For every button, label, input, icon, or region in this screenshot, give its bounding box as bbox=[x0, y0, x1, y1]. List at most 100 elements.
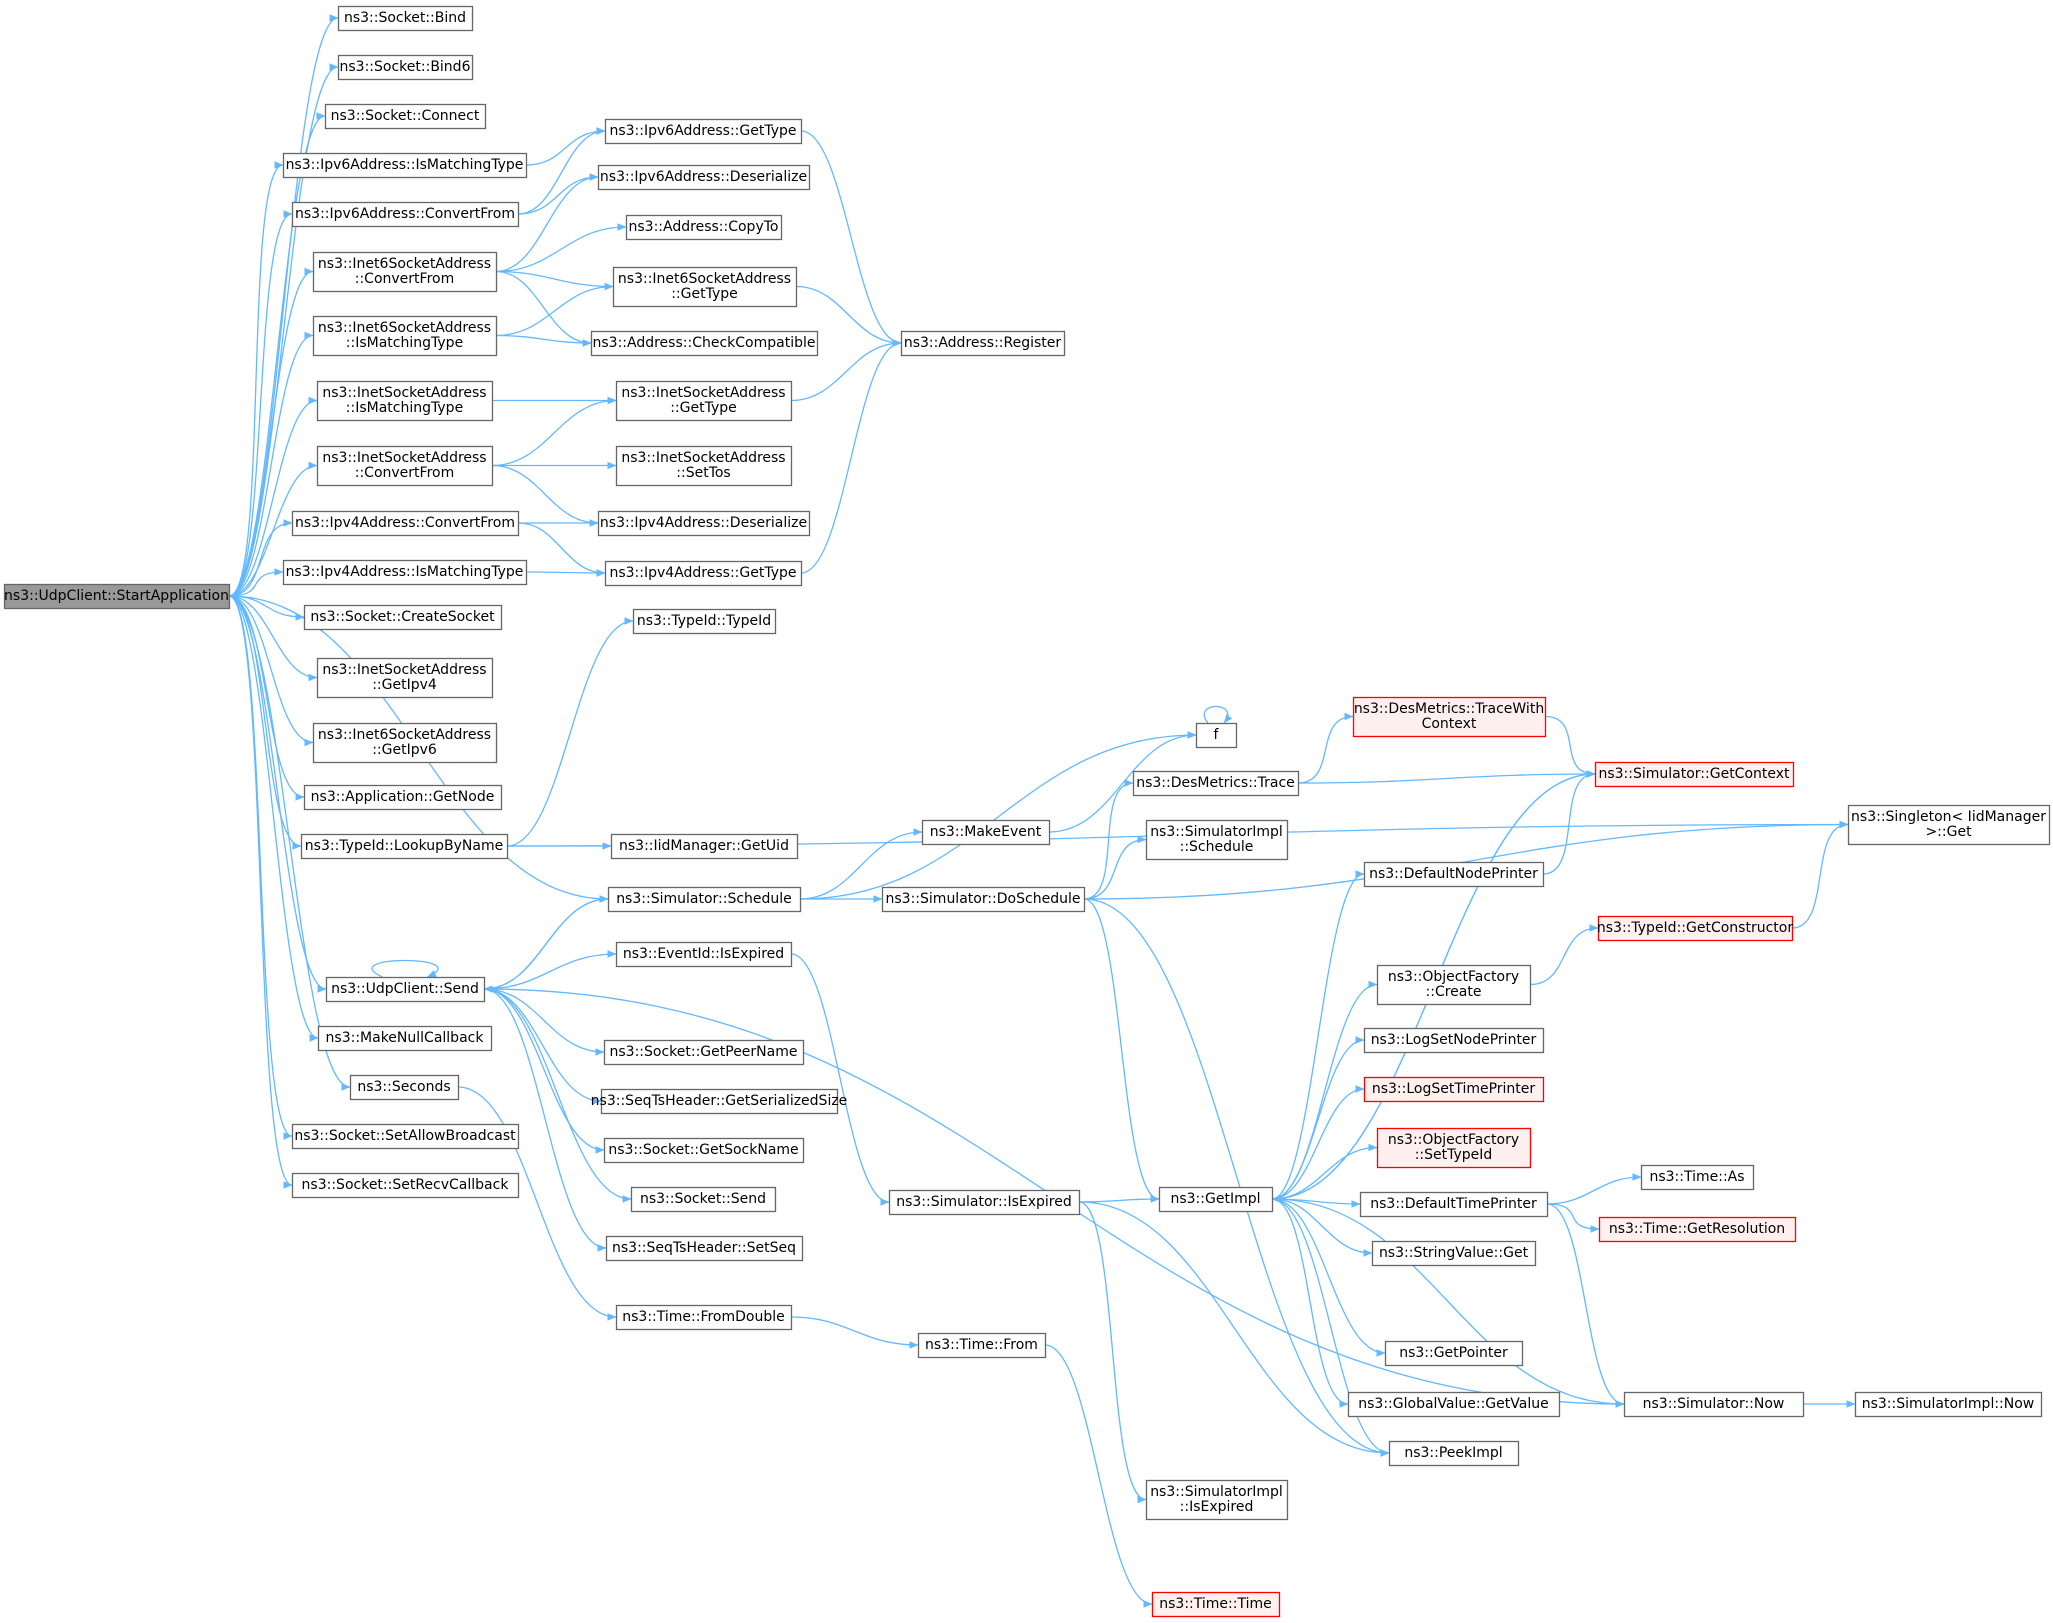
node-box bbox=[303, 604, 503, 631]
node-evexpired[interactable]: ns3::EventId::IsExpired bbox=[615, 941, 793, 968]
node-getuid[interactable]: ns3::IidManager::GetUid bbox=[610, 833, 799, 860]
node-defnodeprinter[interactable]: ns3::DefaultNodePrinter bbox=[1363, 861, 1545, 888]
node-label: ns3::Socket::SetAllowBroadcast bbox=[294, 1128, 516, 1144]
node-simimplexp[interactable]: ns3::SimulatorImpl::IsExpired bbox=[1145, 1479, 1289, 1521]
edge-start-to-ip4conv bbox=[228, 519, 293, 597]
node-box bbox=[1376, 964, 1532, 1006]
node-sockname[interactable]: ns3::Socket::GetSockName bbox=[603, 1137, 805, 1164]
node-ismatch[interactable]: ns3::InetSocketAddress::IsMatchingType bbox=[316, 380, 494, 422]
node-box bbox=[1594, 761, 1795, 788]
node-peername[interactable]: ns3::Socket::GetPeerName bbox=[603, 1039, 805, 1066]
node-getctor[interactable]: ns3::TypeId::GetConstructor bbox=[1597, 915, 1793, 942]
edge-schedule-to-f bbox=[799, 731, 1197, 900]
node-ip6type[interactable]: ns3::Ipv6Address::GetType bbox=[604, 118, 803, 145]
node-bind[interactable]: ns3::Socket::Bind bbox=[337, 5, 474, 32]
node-createsock[interactable]: ns3::Socket::CreateSocket bbox=[303, 604, 503, 631]
node-ip4deser[interactable]: ns3::Ipv4Address::Deserialize bbox=[597, 510, 811, 537]
node-setseq[interactable]: ns3::SeqTsHeader::SetSeq bbox=[605, 1235, 804, 1262]
node-simnow[interactable]: ns3::Simulator::Now bbox=[1623, 1391, 1805, 1418]
edge-start-to-ip6conv bbox=[228, 210, 293, 597]
node-label: ns3::EventId::IsExpired bbox=[623, 946, 784, 962]
node-logtimeprinter[interactable]: ns3::LogSetTimePrinter bbox=[1363, 1076, 1545, 1103]
node-label: ns3::InetSocketAddress bbox=[621, 450, 785, 466]
node-fromdouble[interactable]: ns3::Time::FromDouble bbox=[615, 1304, 793, 1331]
node-bind6[interactable]: ns3::Socket::Bind6 bbox=[337, 54, 474, 81]
edge-timefrom-to-timetime bbox=[1044, 1344, 1153, 1608]
node-singleton[interactable]: ns3::Singleton< IidManager >::Get bbox=[1847, 804, 2051, 846]
node-label: ns3::LogSetNodePrinter bbox=[1371, 1032, 1537, 1048]
node-setbcast[interactable]: ns3::Socket::SetAllowBroadcast bbox=[291, 1123, 520, 1150]
node-nullcb[interactable]: ns3::MakeNullCallback bbox=[317, 1025, 493, 1052]
node-simimplsched[interactable]: ns3::SimulatorImpl::Schedule bbox=[1145, 819, 1289, 861]
node-i6sconv[interactable]: ns3::Inet6SocketAddress::ConvertFrom bbox=[312, 251, 498, 293]
node-addrreg[interactable]: ns3::Address::Register bbox=[900, 330, 1066, 357]
node-peekimpl[interactable]: ns3::PeekImpl bbox=[1388, 1440, 1520, 1467]
node-makeevent[interactable]: ns3::MakeEvent bbox=[921, 819, 1051, 846]
node-box bbox=[1132, 770, 1300, 797]
node-copyto[interactable]: ns3::Address::CopyTo bbox=[625, 214, 783, 241]
node-ip6deser[interactable]: ns3::Ipv6Address::Deserialize bbox=[597, 164, 811, 191]
node-setrecv[interactable]: ns3::Socket::SetRecvCallback bbox=[291, 1172, 520, 1199]
edge-i6sconv-to-checkcompat bbox=[495, 270, 592, 347]
node-ip4match[interactable]: ns3::Ipv4Address::IsMatchingType bbox=[282, 559, 528, 586]
node-ip6conv[interactable]: ns3::Ipv6Address::ConvertFrom bbox=[291, 201, 520, 228]
node-socksend[interactable]: ns3::Socket::Send bbox=[630, 1186, 777, 1213]
node-objcreate[interactable]: ns3::ObjectFactory::Create bbox=[1376, 964, 1532, 1006]
node-getres[interactable]: ns3::Time::GetResolution bbox=[1598, 1216, 1797, 1243]
node-i6smatch[interactable]: ns3::Inet6SocketAddress::IsMatchingType bbox=[312, 315, 498, 357]
node-timefrom[interactable]: ns3::Time::From bbox=[917, 1332, 1047, 1359]
node-checkcompat[interactable]: ns3::Address::CheckCompatible bbox=[590, 330, 819, 357]
node-deftimeprinter[interactable]: ns3::DefaultTimePrinter bbox=[1359, 1191, 1549, 1218]
node-lookup[interactable]: ns3::TypeId::LookupByName bbox=[300, 833, 509, 860]
node-start[interactable]: ns3::UdpClient::StartApplication bbox=[3, 583, 231, 610]
node-simexpired[interactable]: ns3::Simulator::IsExpired bbox=[888, 1189, 1081, 1216]
node-box bbox=[921, 819, 1051, 846]
node-label: ns3::Ipv6Address::GetType bbox=[609, 123, 796, 139]
node-label: ns3::PeekImpl bbox=[1404, 1445, 1502, 1461]
node-seconds[interactable]: ns3::Seconds bbox=[349, 1074, 460, 1101]
node-box bbox=[604, 560, 803, 587]
node-ip6match[interactable]: ns3::Ipv6Address::IsMatchingType bbox=[282, 152, 528, 179]
node-strget[interactable]: ns3::StringValue::Get bbox=[1371, 1240, 1537, 1267]
node-settos[interactable]: ns3::InetSocketAddress::SetTos bbox=[615, 445, 793, 487]
node-typeid[interactable]: ns3::TypeId::TypeId bbox=[632, 608, 777, 635]
node-getctx[interactable]: ns3::Simulator::GetContext bbox=[1594, 761, 1795, 788]
node-label: ns3::TypeId::LookupByName bbox=[305, 838, 503, 854]
node-timeas[interactable]: ns3::Time::As bbox=[1640, 1164, 1755, 1191]
node-getipv4[interactable]: ns3::InetSocketAddress::GetIpv4 bbox=[316, 657, 494, 699]
node-objsettypeid[interactable]: ns3::ObjectFactory::SetTypeId bbox=[1376, 1127, 1532, 1169]
node-connect[interactable]: ns3::Socket::Connect bbox=[324, 103, 487, 130]
node-f[interactable]: f bbox=[1195, 722, 1238, 749]
node-istype[interactable]: ns3::InetSocketAddress::GetType bbox=[615, 380, 793, 422]
node-destrace[interactable]: ns3::DesMetrics::Trace bbox=[1132, 770, 1300, 797]
node-label: ns3::Time::Time bbox=[1159, 1596, 1271, 1612]
node-timetime[interactable]: ns3::Time::Time bbox=[1151, 1591, 1281, 1618]
node-globalget[interactable]: ns3::GlobalValue::GetValue bbox=[1347, 1391, 1561, 1418]
node-box bbox=[590, 330, 819, 357]
node-box bbox=[1854, 1391, 2043, 1418]
node-box bbox=[312, 315, 498, 357]
node-getpointer[interactable]: ns3::GetPointer bbox=[1384, 1340, 1524, 1367]
node-box bbox=[337, 54, 474, 81]
node-getnode[interactable]: ns3::Application::GetNode bbox=[303, 784, 503, 811]
node-getimpl[interactable]: ns3::GetImpl bbox=[1158, 1186, 1274, 1213]
node-box bbox=[607, 886, 802, 913]
node-box bbox=[604, 118, 803, 145]
node-box bbox=[312, 722, 498, 764]
node-getipv6[interactable]: ns3::Inet6SocketAddress::GetIpv6 bbox=[312, 722, 498, 764]
node-label: >::Get bbox=[1925, 824, 1972, 840]
node-lognodeprinter[interactable]: ns3::LogSetNodePrinter bbox=[1363, 1027, 1545, 1054]
node-ip4conv[interactable]: ns3::Ipv4Address::ConvertFrom bbox=[291, 510, 520, 537]
node-doschedule[interactable]: ns3::Simulator::DoSchedule bbox=[881, 886, 1086, 913]
node-simimplnow[interactable]: ns3::SimulatorImpl::Now bbox=[1854, 1391, 2043, 1418]
node-schedule[interactable]: ns3::Simulator::Schedule bbox=[607, 886, 802, 913]
node-ip4type[interactable]: ns3::Ipv4Address::GetType bbox=[604, 560, 803, 587]
node-i6stype[interactable]: ns3::Inet6SocketAddress::GetType bbox=[612, 266, 798, 308]
node-serialsize[interactable]: ns3::SeqTsHeader::GetSerializedSize bbox=[591, 1088, 848, 1115]
node-send[interactable]: ns3::UdpClient::Send bbox=[325, 976, 486, 1003]
node-label: ns3::Ipv4Address::IsMatchingType bbox=[286, 564, 524, 580]
node-label: ns3::TypeId::TypeId bbox=[637, 613, 771, 629]
node-isconv[interactable]: ns3::InetSocketAddress::ConvertFrom bbox=[316, 445, 494, 487]
node-box bbox=[316, 657, 494, 699]
